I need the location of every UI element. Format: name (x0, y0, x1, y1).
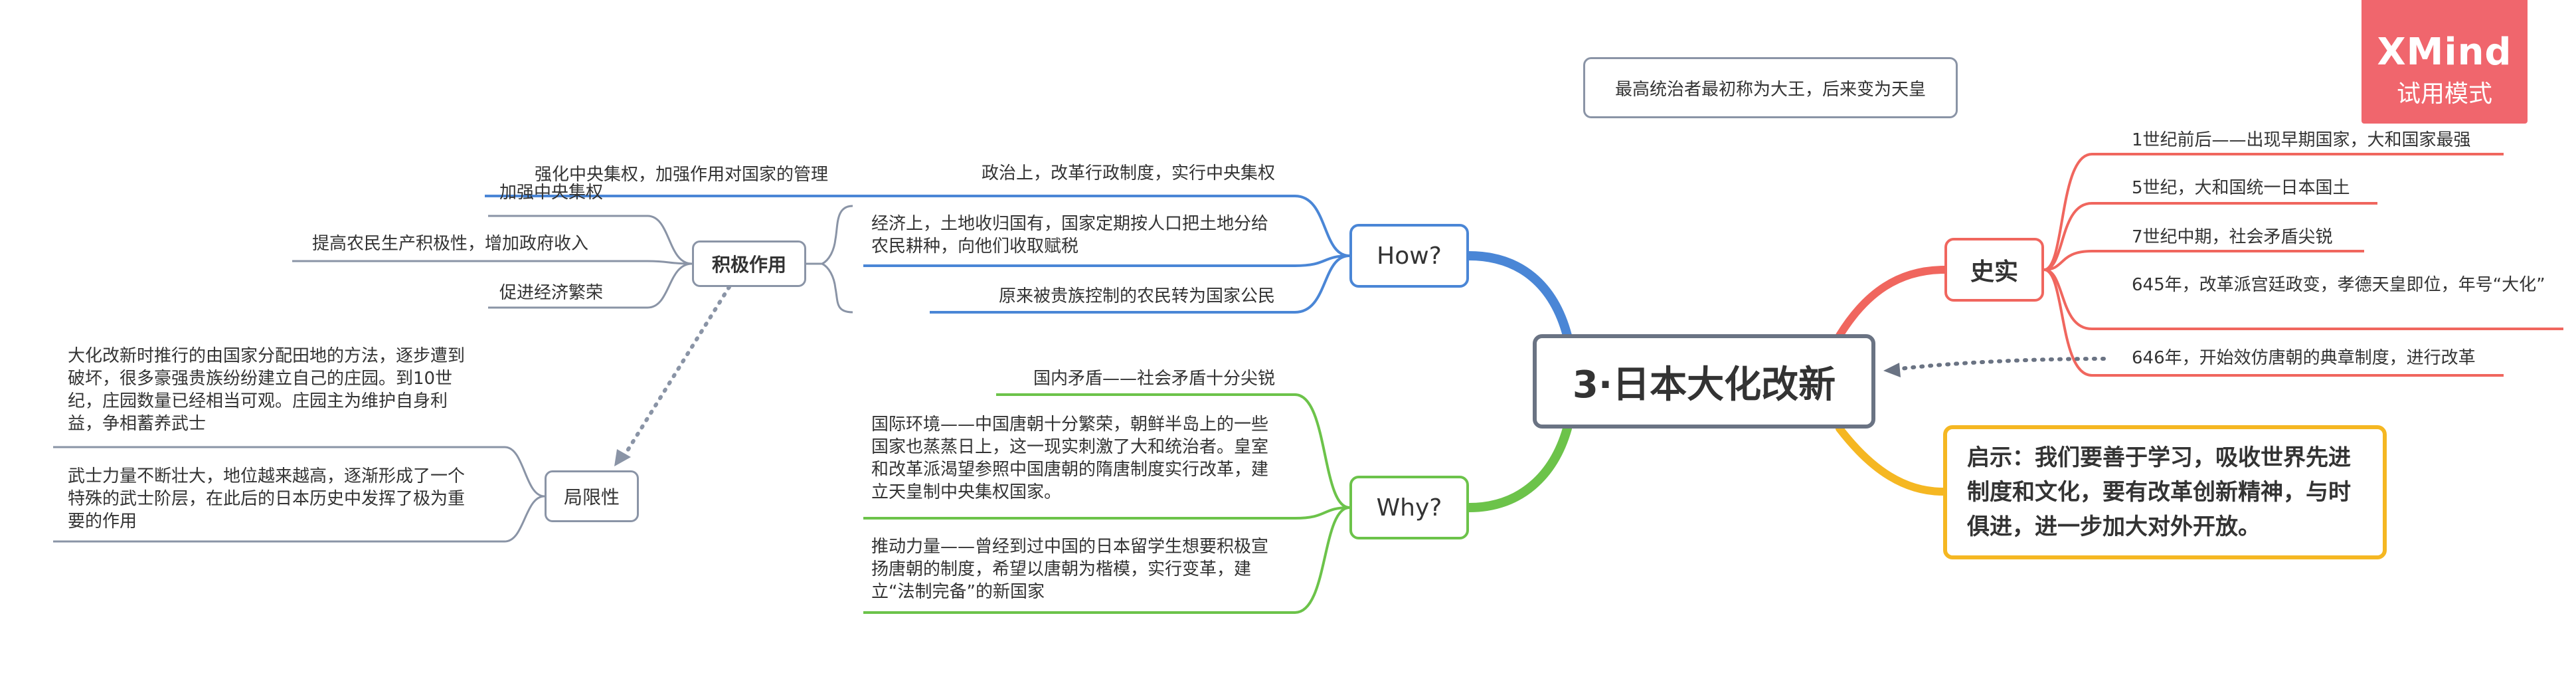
positive-subtopic[interactable]: 强化中央集权，加强作用对国家的管理 (535, 165, 829, 185)
relationship-arrowhead-central (1883, 363, 1901, 377)
positive-item[interactable]: 加强中央集权 (499, 183, 604, 203)
topic-how[interactable]: How? (1349, 224, 1469, 288)
relationship-positive-limit (622, 285, 731, 458)
fact-item[interactable]: 7世纪中期，社会矛盾尖锐 (2132, 227, 2333, 247)
connector-how-item-1 (850, 195, 1350, 257)
limitation-item[interactable]: 大化改新时推行的由国家分配田地的方法，逐步遭到破坏，很多豪强贵族纷纷建立自己的庄… (68, 346, 466, 434)
connector-how-item-2 (863, 254, 1350, 267)
connector-positive-item-2 (292, 260, 693, 265)
positive-item[interactable]: 促进经济繁荣 (499, 283, 604, 303)
why-item[interactable]: 推动力量——曾经到过中国的日本留学生想要积极宣扬唐朝的制度，希望以唐朝为楷模，实… (871, 537, 1269, 602)
fact-item[interactable]: 646年，开始效仿唐朝的典章制度，进行改革 (2132, 348, 2476, 368)
connector-why-item-3 (863, 506, 1350, 614)
connector-facts-item-3 (2043, 250, 2364, 271)
connector-facts-item-1 (2043, 153, 2504, 271)
relationship-arrowhead-limit (614, 449, 631, 466)
trial-watermark: XMind 试用模式 (2361, 0, 2528, 124)
positive-item[interactable]: 提高农民生产积极性，增加政府收入 (312, 234, 589, 254)
limitation-item[interactable]: 武士力量不断壮大，地位越来越高，逐渐形成了一个特殊的武士阶层，在此后的日本历史中… (68, 466, 466, 531)
topic-limitations[interactable]: 局限性 (545, 470, 639, 522)
how-item[interactable]: 原来被贵族控制的农民转为国家公民 (998, 286, 1275, 306)
how-item[interactable]: 政治上，改革行政制度，实行中央集权 (981, 163, 1275, 183)
central-topic[interactable]: 3·日本大化改新 (1533, 334, 1875, 429)
connector-positive-item-1 (488, 215, 693, 265)
connector-why-item-1 (996, 393, 1350, 509)
connector-central-insight (1836, 425, 1947, 496)
connector-limit-item-2 (53, 495, 545, 543)
trial-mode-label: 试用模式 (2396, 80, 2492, 108)
fact-item[interactable]: 1世纪前后——出现早期国家，大和国家最强 (2132, 130, 2471, 150)
xmind-logo: XMind (2377, 31, 2512, 74)
why-item[interactable]: 国内矛盾——社会矛盾十分尖锐 (1033, 369, 1275, 389)
connector-central-how (1464, 251, 1572, 340)
fact-item[interactable]: 5世纪，大和国统一日本国土 (2132, 178, 2350, 198)
connector-why-item-2 (863, 506, 1350, 520)
topic-positive-effects[interactable]: 积极作用 (692, 240, 806, 287)
connector-facts-item-2 (2043, 202, 2377, 271)
why-item[interactable]: 国际环境——中国唐朝十分繁荣，朝鲜半岛上的一些国家也蒸蒸日上，这一现实刺激了大和… (871, 415, 1269, 502)
topic-why[interactable]: Why? (1349, 476, 1469, 539)
how-item[interactable]: 经济上，土地收归国有，国家定期按人口把土地分给农民耕种，向他们收取赋税 (871, 214, 1269, 256)
note-topic[interactable]: 最高统治者最初称为大王，后来变为天皇 (1583, 57, 1958, 118)
fact-item[interactable]: 645年，改革派宫廷政变，孝德天皇即位，年号“大化” (2132, 275, 2545, 295)
connector-central-facts (1836, 266, 1948, 339)
relationship-fact-central (1899, 357, 2106, 371)
connector-positive-item-3 (488, 262, 693, 309)
connector-central-why (1464, 424, 1572, 512)
connector-limit-item-1 (53, 446, 545, 498)
connector-facts-item-5 (2043, 268, 2504, 377)
topic-insight[interactable]: 启示：我们要善于学习，吸收世界先进制度和文化，要有改革创新精神，与时俱进，进一步… (1943, 425, 2387, 559)
connector-how-item-3 (930, 254, 1350, 314)
bracket-how-positive (819, 205, 853, 314)
topic-facts[interactable]: 史实 (1944, 238, 2044, 302)
